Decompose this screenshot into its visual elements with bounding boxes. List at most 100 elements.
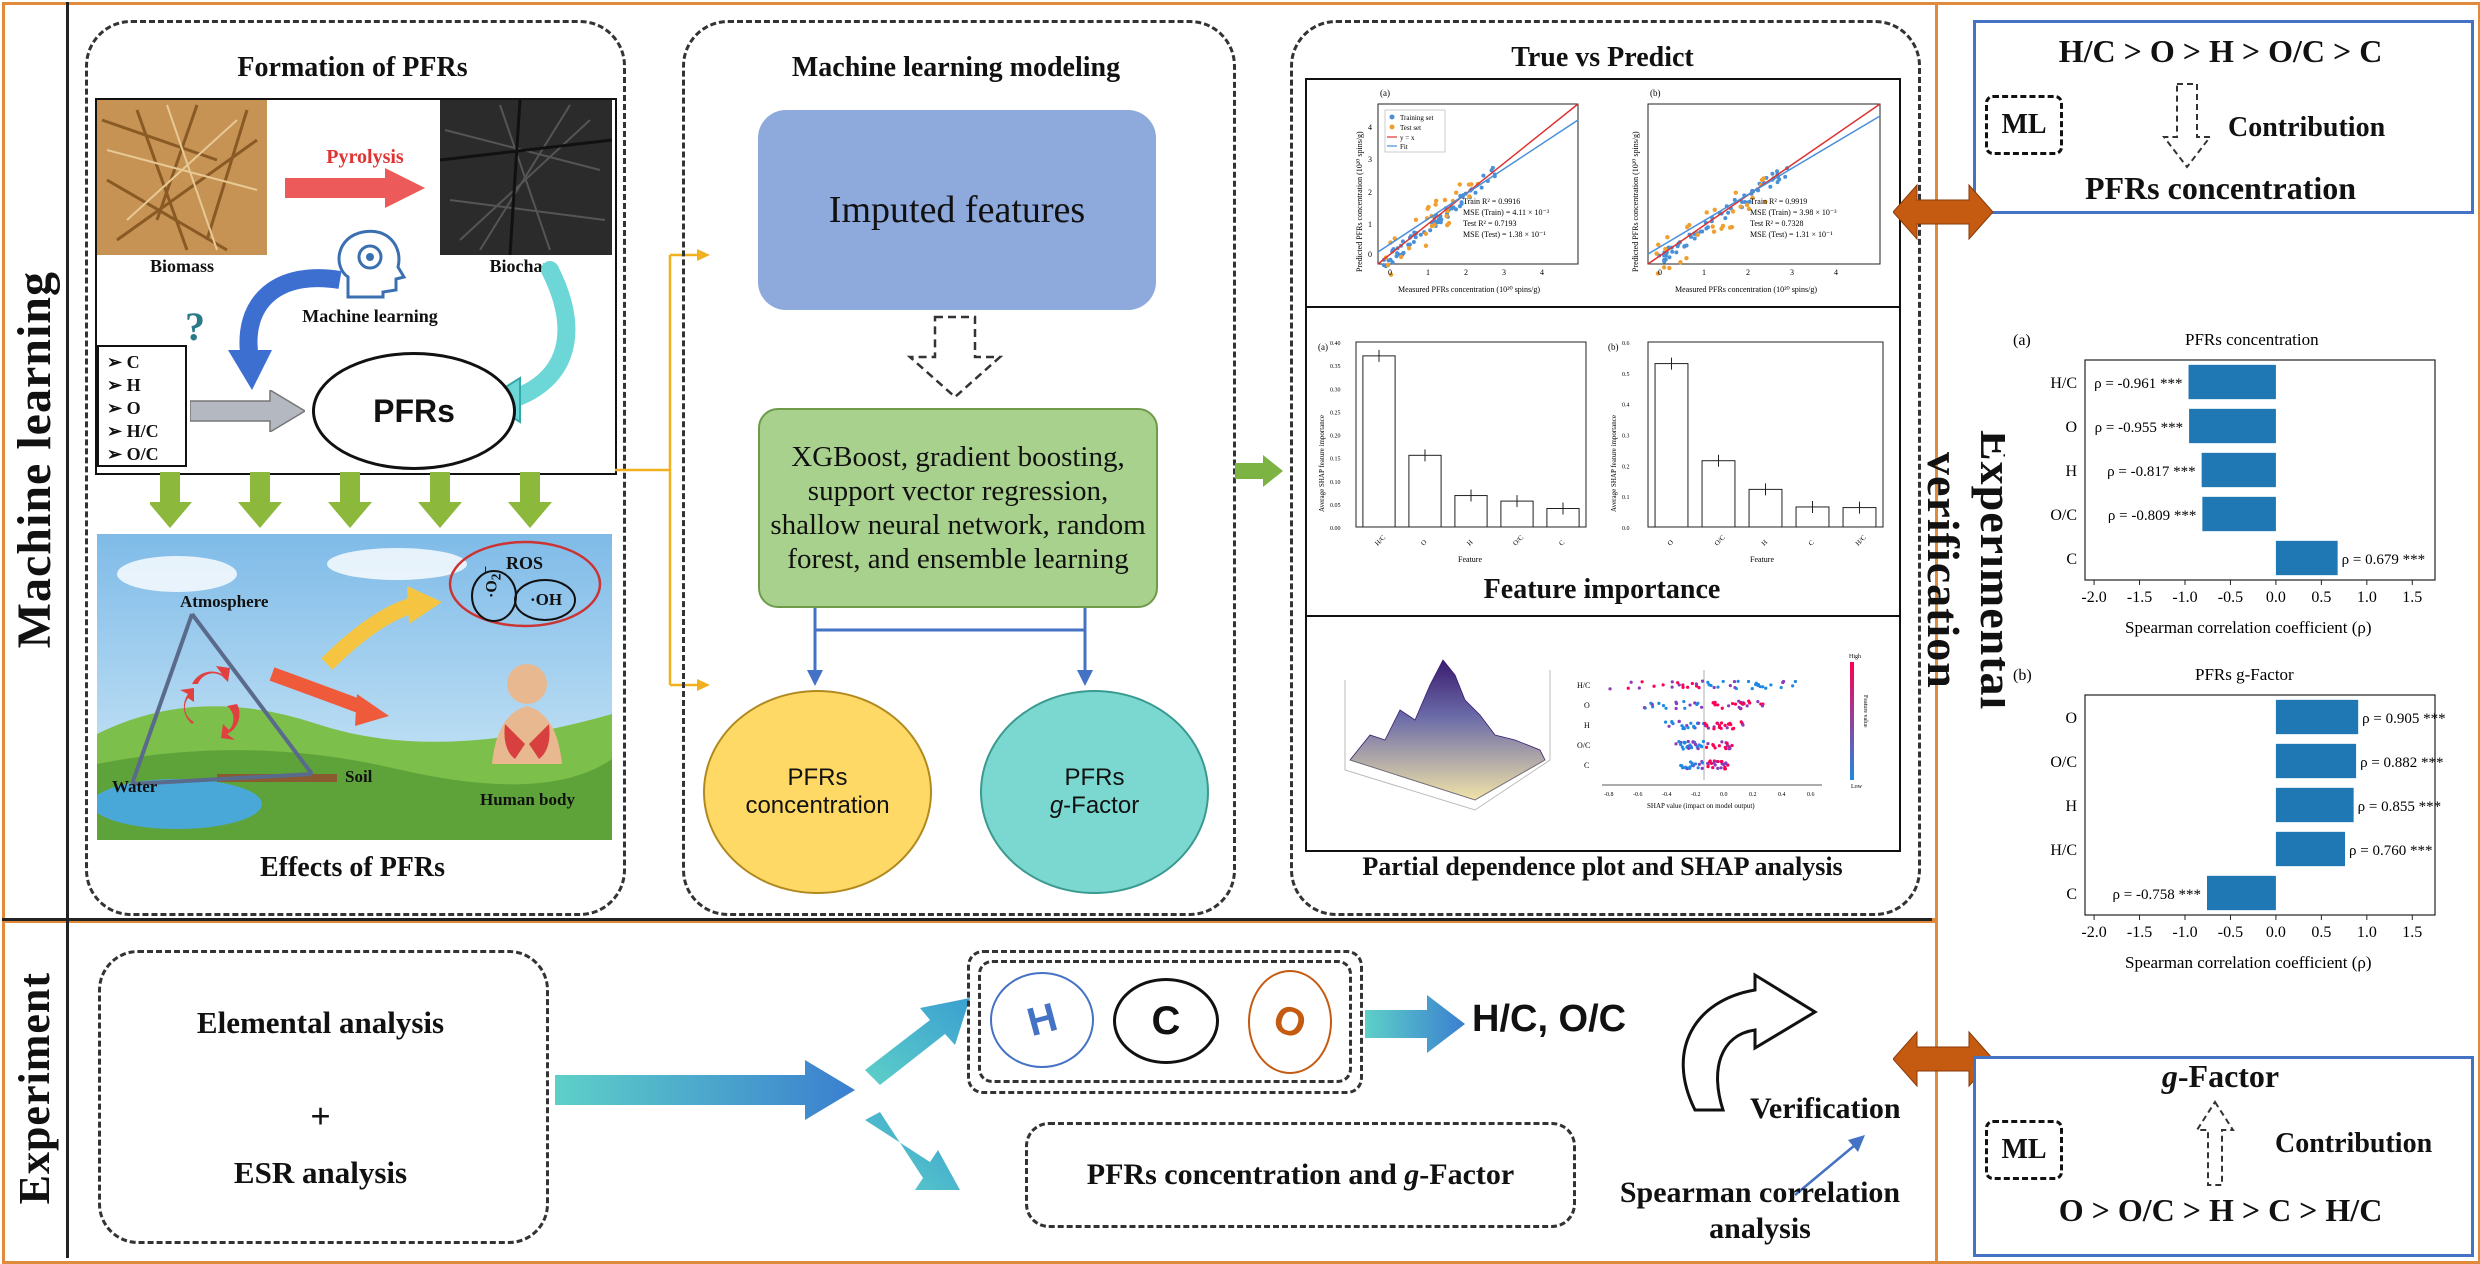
bottom-contribution-label: Contribution	[2275, 1128, 2433, 1159]
scatter-b-tick-4: 4	[1834, 268, 1838, 277]
scatter-point	[1407, 242, 1412, 247]
shap-dot	[1694, 682, 1699, 686]
machine-learning-label: Machine learning	[302, 306, 438, 326]
scatter-point	[1656, 242, 1661, 247]
shap-dot	[1701, 739, 1706, 744]
shap-feature-hc: H/C	[1577, 681, 1590, 690]
shap-dot	[1683, 766, 1687, 770]
importance-category-label: C	[1807, 538, 1816, 547]
shap-dot	[1652, 684, 1656, 688]
shap-xtick: 0.2	[1749, 792, 1757, 798]
shap-low-label: Low	[1851, 784, 1863, 790]
shap-dot	[1712, 685, 1716, 690]
scatter-point	[1733, 190, 1738, 195]
shap-dot	[1691, 740, 1695, 744]
spearman-xtick: -1.0	[2172, 589, 2197, 606]
scatter-point	[1761, 176, 1766, 181]
importance-bar	[1701, 460, 1736, 528]
scatter-point	[1654, 251, 1659, 256]
element-item-c: ➢ C	[107, 352, 140, 372]
shap-dot	[1667, 724, 1671, 728]
scatter-point	[1770, 171, 1775, 176]
shap-dot	[1721, 679, 1725, 684]
results-divider-2	[1305, 615, 1899, 617]
scatter-point	[1438, 220, 1443, 225]
shap-dot	[1680, 766, 1685, 770]
models-box: XGBoost, gradient boosting, support vect…	[758, 408, 1158, 608]
formation-title: Formation of PFRs	[237, 52, 468, 83]
spearman-category-label: O/C	[2050, 754, 2077, 771]
spearman-xtick: -0.5	[2218, 589, 2243, 606]
effects-title: Effects of PFRs	[259, 852, 446, 883]
shap-dot	[1682, 699, 1686, 704]
shap-dot	[1706, 742, 1710, 746]
top-ml-badge: ML	[1985, 95, 2063, 155]
bar-a-xlabel: Feature	[1458, 555, 1482, 564]
scatter-point	[1667, 255, 1672, 260]
shap-dot	[1750, 686, 1754, 691]
scatter-point	[1687, 222, 1692, 228]
scatter-point	[1459, 200, 1464, 205]
spearman-value-label: ρ = -0.758 ***	[2113, 887, 2201, 903]
experiment-label: Experiment	[9, 972, 59, 1205]
shap-dot	[1717, 724, 1722, 728]
shap-dot	[1688, 703, 1692, 707]
scatter-point	[1473, 190, 1478, 195]
shap-dot	[1791, 684, 1795, 688]
shap-xtick: 0.0	[1720, 792, 1728, 798]
shap-dot	[1741, 723, 1745, 727]
shap-dot	[1670, 685, 1674, 689]
shap-dot	[1637, 686, 1641, 690]
scatter-point	[1704, 210, 1709, 215]
shap-dot	[1746, 679, 1751, 684]
scatter-b-stat-4: MSE (Test) = 1.31 × 10⁻¹	[1750, 230, 1833, 239]
spearman-value-label: ρ = 0.855 ***	[2358, 799, 2441, 815]
shap-feature-oc: O/C	[1577, 741, 1590, 750]
scatter-point	[1695, 232, 1700, 237]
top-pfrs-concentration: PFRs concentration	[2084, 170, 2357, 206]
scatter-point	[1433, 198, 1439, 203]
shap-dot	[1738, 707, 1742, 711]
scatter-a-ytick-2: 2	[1368, 188, 1372, 197]
shap-dot	[1742, 701, 1746, 706]
scatter-point	[1740, 199, 1745, 204]
importance-ytick: 0.05	[1330, 503, 1341, 509]
shap-dot	[1670, 720, 1674, 725]
spearman-xtick: -1.0	[2172, 924, 2197, 941]
scatter-point	[1449, 205, 1454, 210]
shap-xtick: 0.4	[1778, 792, 1786, 798]
shap-dot	[1693, 701, 1697, 705]
element-item-hc: ➢ H/C	[107, 421, 159, 441]
ml-modeling-panel	[682, 20, 1236, 916]
modeling-title: Machine learning modeling	[791, 52, 1121, 83]
shap-dot	[1692, 725, 1696, 730]
green-down-arrows-icon	[150, 472, 552, 528]
scatter-b-xlabel: Measured PFRs concentration (10²⁰ spins/…	[1675, 285, 1817, 294]
shap-xtick: -0.8	[1604, 792, 1614, 798]
scatter-point	[1663, 246, 1668, 252]
shap-dot	[1681, 683, 1685, 687]
biochar-label: Biochar	[489, 256, 551, 276]
spearman-category-label: O	[2065, 419, 2077, 436]
shap-dot	[1670, 680, 1674, 684]
scatter-point	[1775, 180, 1780, 185]
shap-dot	[1706, 765, 1710, 769]
shap-dot	[1719, 766, 1723, 770]
importance-ytick: 0.5	[1622, 372, 1630, 378]
scatter-a-tick-2: 2	[1464, 268, 1468, 277]
shap-dot	[1688, 766, 1692, 770]
shap-dot	[1657, 701, 1661, 705]
importance-bar	[1748, 488, 1783, 528]
scatter-a-tick-4: 4	[1540, 268, 1544, 277]
scatter-b-tick-3: 3	[1790, 268, 1794, 277]
shap-dot	[1719, 721, 1724, 725]
scatter-point	[1489, 168, 1494, 173]
scatter-point	[1670, 249, 1675, 254]
shap-dot	[1649, 701, 1653, 705]
bottom-dashed-arrow-icon	[2195, 1100, 2235, 1186]
teal-right-arrow-icon	[555, 1060, 855, 1120]
shap-dot	[1683, 740, 1687, 745]
shap-feature-o: O	[1584, 701, 1590, 710]
